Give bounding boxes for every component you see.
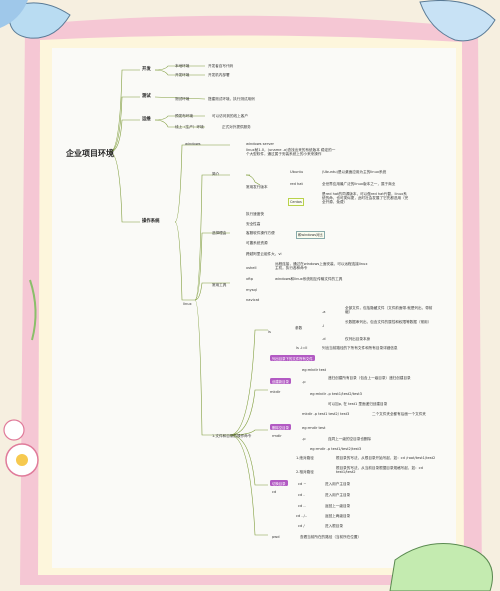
cmd-label: 1.文件和目录的操作命令 [212, 434, 252, 438]
ls-tag: 列出目录下的文件所有文件 [270, 355, 315, 362]
mkdir-eg: eg:mkdir test [302, 368, 327, 372]
distro-centos-desc: 是red hat的同源版本，可以做red hat代替，linux系统的命，也可类… [322, 192, 409, 205]
tool-xftp: xftp [246, 277, 254, 281]
tool-navicat: navicat [246, 298, 260, 302]
tool-mysql: mysql [246, 288, 257, 292]
mkdir-eg2: eg:mkdir -p test1/test2/test3 [310, 392, 362, 396]
cd-rel: 2.相对路径 [296, 470, 314, 474]
mkdir-node: mkdir [270, 390, 281, 394]
cd-tag: 切换目录 [270, 480, 288, 487]
os-windows: windows [185, 142, 201, 146]
cd-up-desc: 返回上一级目录 [325, 504, 351, 508]
ls-ll-desc: 列出当前路径的下所有文件和所有目录详细信息 [322, 346, 398, 350]
ls-a: -a [322, 310, 326, 314]
cd-abs-desc: 根目录的写法，从根目录开始写起，如：cd /root/test1/test2 [336, 456, 436, 460]
feature-2: 安全性高 [246, 222, 261, 226]
cd-rel-desc: 根目录的写法，从当前目录根据目录规格写起，如：cd test1/test2 [336, 466, 423, 475]
root-node: 企业项目环境 [66, 149, 114, 158]
cd-up2: cd ../.. [296, 514, 308, 518]
os-distro-label: 常用发行版本 [246, 185, 268, 189]
cd-dash-desc: 进入用户主目录 [325, 493, 351, 497]
mkdir-note: 可以加p, 在 test1 里面递归创建目录 [328, 402, 388, 406]
cd-up2-desc: 返回上两级目录 [325, 514, 351, 518]
os-linux: linux [183, 302, 192, 306]
tool-xshell-desc: 远程连接，通过在windows上面安装，可以远程连接linux主机，执行各种命令 [275, 262, 368, 271]
distro-redhat-desc: 全世界应用最广泛的linux版本之一，属于商业 [322, 182, 396, 186]
rmdir-eg2: eg:rmdir -p test1/test2/test3 [310, 447, 362, 451]
tool-xftp-desc: windows和linux系统相互传输文件的工具 [275, 277, 343, 281]
ls-l-desc: 长数据串列出，包含文件的属性和权限等数据（常用） [345, 320, 432, 324]
ls-d-desc: 仅列出目录本身 [345, 337, 371, 341]
ls-ll: ls -l=ll [296, 346, 308, 350]
cd-node: cd [272, 490, 277, 494]
rmdir-p: -p [302, 437, 306, 441]
branch-ops: 运维 [142, 117, 151, 122]
dev-local-desc: 开发者自写代码 [208, 64, 234, 68]
rmdir-eg: eg:rmdir test [302, 426, 326, 430]
distro-ubuntu-desc: (Ubuntu)是以桌面应用为主的linux系统 [322, 170, 387, 174]
mkdir-p-desc: 递归创建所有目录（包含上一级目录）递归创建目录 [328, 376, 411, 380]
test-env: 测试环境 [175, 97, 190, 101]
rmdir-tag: 删除空目录 [270, 424, 291, 431]
feature-3: 客服软件操作方便 [246, 231, 275, 235]
os-features-label: 选择理由 [212, 231, 227, 235]
ls-a-desc: 全部文件，包括隐藏文件（文件前面带.就是列出，带前缀） [345, 306, 433, 315]
distro-ubuntu: Ubuntu [290, 170, 304, 174]
branch-test: 测试 [142, 94, 151, 99]
feature-1: 执行速度快 [246, 212, 264, 216]
dev-dev-env: 开发环境 [175, 73, 190, 77]
ls-param-label: 参数 [295, 326, 303, 330]
ops-prod-desc: 正式对外提供服务 [222, 125, 251, 129]
ls-node: ls [268, 330, 271, 334]
branch-os: 操作系统 [142, 219, 160, 224]
mkdir-tag: 创建新目录 [270, 378, 291, 385]
os-tools-label: 常用工具 [212, 283, 227, 287]
dev-dev-desc: 开发机内部署 [208, 73, 230, 77]
cd-dash: cd - [298, 493, 305, 497]
cd-root: cd / [298, 524, 305, 528]
feature-5: 跨越阿里云组件大，vi [246, 252, 282, 256]
cd-home-desc: 进入用户主目录 [325, 482, 351, 486]
ls-d: -d [322, 337, 326, 341]
ls-l: -l [322, 324, 325, 328]
os-linux-desc: linux就1.0，(uname -a)查找出来的系统版本 稳定的一个大型软件，… [246, 148, 336, 157]
feature-4: 可靠系统资源 [246, 241, 268, 245]
cd-root-desc: 进入根目录 [325, 524, 343, 528]
mkdir-eg3-desc: 二个文件夹全都有后面一个文件夹 [372, 412, 426, 416]
os-windows-server: windows server [246, 142, 275, 146]
os-intro-label: 简介 [212, 172, 220, 176]
cd-up: cd .. [298, 504, 306, 508]
dev-local-env: 本地环境 [175, 64, 190, 68]
pwd-desc: 查看当前所在的路径（当前所在位置） [300, 535, 362, 539]
compare-windows: 和windows对比 [296, 231, 325, 239]
cd-abs: 1.绝对路径 [296, 456, 314, 460]
branch-dev: 开发 [142, 67, 151, 72]
distro-centos: Centos [288, 198, 304, 206]
tool-xshell: xshell [246, 266, 257, 270]
pwd-node: pwd [272, 535, 280, 539]
ops-pre-desc: 可以访问到的线上客户 [212, 114, 248, 118]
mkdir-p: -p [302, 380, 306, 384]
ops-prod-env: 线上（生产）环境 [175, 125, 204, 129]
cd-home: cd ~ [298, 482, 307, 486]
rmdir-p-desc: 连同上一级的空目录也删除 [328, 437, 372, 441]
test-desc: 搭建测试环境，执行测试用例 [208, 97, 255, 101]
rmdir-node: rmdir [272, 434, 282, 438]
mkdir-eg3: mkdir -p test1 test2/ test3 [302, 412, 350, 416]
ops-pre-env: 预发布环境 [175, 114, 193, 118]
distro-redhat: red hat [290, 182, 303, 186]
